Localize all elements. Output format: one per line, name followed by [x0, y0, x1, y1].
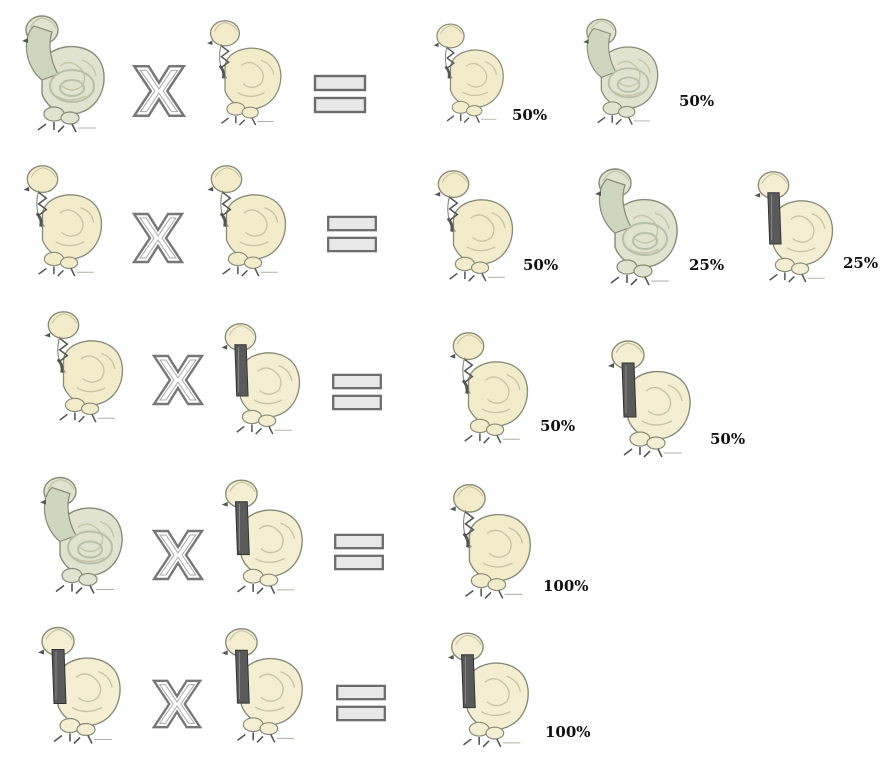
offspring-1-percent: 50%	[540, 417, 576, 435]
offspring-2-bird-icon	[585, 160, 685, 292]
offspring-1-percent: 50%	[512, 106, 548, 124]
cross-row-5: 100%	[0, 615, 886, 759]
equals-symbol	[325, 214, 379, 254]
equals-symbol	[332, 532, 386, 572]
equals-symbol	[312, 72, 368, 116]
parent-2-bird-icon	[198, 155, 293, 285]
parent-1-bird-icon	[14, 155, 109, 285]
parent-2-bird-icon	[212, 312, 307, 444]
cross-symbol	[148, 675, 206, 733]
parent-1-bird-icon	[28, 617, 128, 752]
cross-row-2: 50% 25% 25%	[0, 150, 886, 300]
cross-row-3: 50% 50%	[0, 298, 886, 468]
parent-1-bird-icon	[12, 8, 112, 138]
offspring-3-percent: 25%	[843, 254, 879, 272]
cross-symbol	[128, 208, 188, 268]
offspring-1-bird-icon	[425, 15, 510, 130]
offspring-1-percent: 100%	[543, 577, 589, 595]
equals-symbol	[334, 683, 388, 723]
offspring-1-bird-icon	[438, 623, 536, 755]
cross-symbol	[128, 60, 190, 122]
offspring-2-percent: 50%	[710, 430, 746, 448]
parent-2-bird-icon	[212, 617, 310, 752]
offspring-1-bird-icon	[425, 160, 520, 290]
parent-1-bird-icon	[35, 300, 130, 432]
offspring-1-bird-icon	[440, 322, 535, 452]
offspring-1-bird-icon	[440, 473, 538, 608]
cross-symbol	[148, 525, 208, 585]
offspring-2-bird-icon	[572, 12, 667, 130]
cross-symbol	[148, 350, 208, 410]
parent-2-bird-icon	[212, 467, 310, 605]
offspring-2-percent: 50%	[679, 92, 715, 110]
offspring-2-percent: 25%	[689, 256, 725, 274]
offspring-1-percent: 50%	[523, 256, 559, 274]
offspring-1-percent: 100%	[545, 723, 591, 741]
offspring-3-bird-icon	[745, 160, 840, 292]
cross-row-4: 100%	[0, 465, 886, 615]
cross-row-1: 50% 50%	[0, 0, 886, 150]
offspring-2-bird-icon	[598, 328, 698, 468]
parent-2-bird-icon	[198, 6, 288, 138]
parent-1-bird-icon	[30, 467, 130, 602]
equals-symbol	[330, 372, 384, 412]
